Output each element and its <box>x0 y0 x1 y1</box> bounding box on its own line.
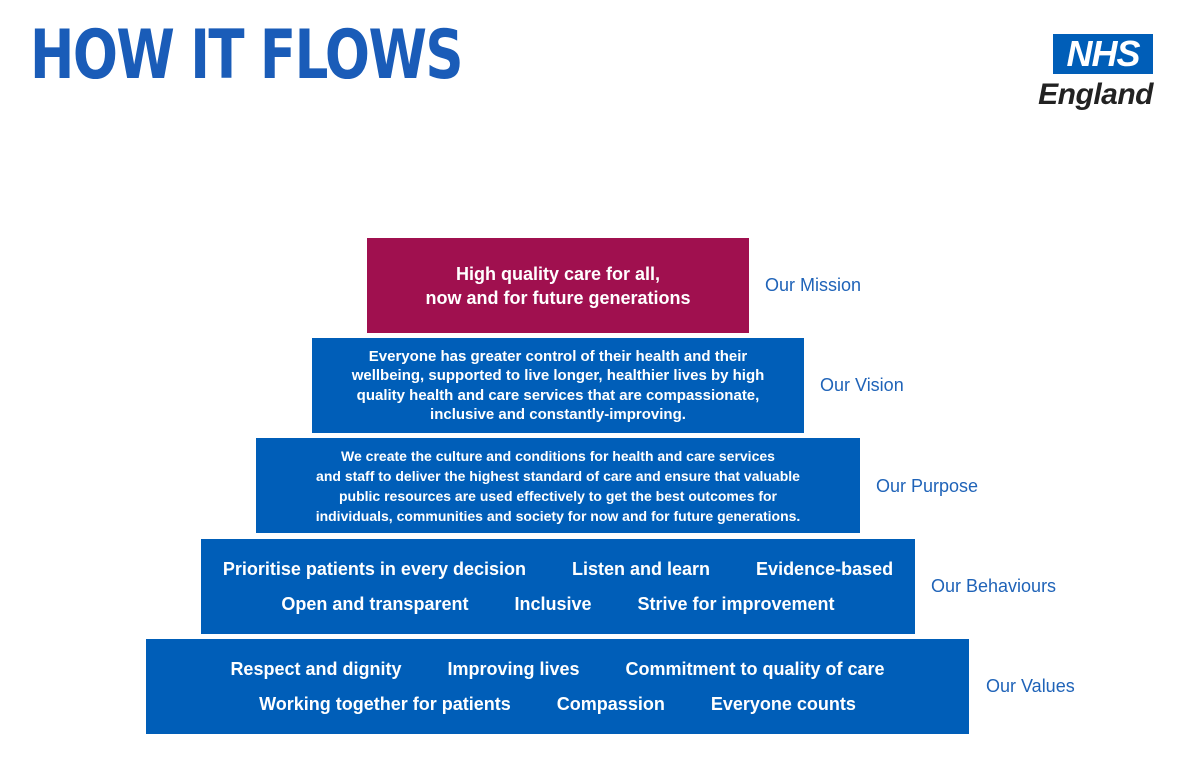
mission-line-1: High quality care for all, <box>455 263 661 284</box>
vision-line-4: inclusive and constantly-improving. <box>430 406 686 423</box>
behaviour-item: Evidence-based <box>756 558 894 579</box>
vision-line-1: Everyone has greater control of their he… <box>368 347 748 365</box>
page-title: HOW IT FLOWS <box>30 16 464 95</box>
behaviour-item: Open and transparent <box>281 593 469 614</box>
behaviours-row-2: Open and transparent Inclusive Strive fo… <box>281 594 834 615</box>
behaviours-label: Our Behaviours <box>931 576 1057 596</box>
vision-line-3: quality health and care services that ar… <box>356 386 760 404</box>
value-item: Improving lives <box>447 658 580 679</box>
behaviour-item: Listen and learn <box>572 558 711 579</box>
value-item: Working together for patients <box>259 693 511 714</box>
mission-line-2: now and for future generations <box>425 287 691 308</box>
vision-label: Our Vision <box>820 375 904 395</box>
mission-tier: High quality care for all, now and for f… <box>367 238 749 333</box>
purpose-line-2: and staff to deliver the highest standar… <box>316 467 800 484</box>
value-item: Compassion <box>556 693 665 714</box>
purpose-tier: We create the culture and conditions for… <box>256 438 860 533</box>
purpose-label: Our Purpose <box>876 476 979 496</box>
vision-line-2: wellbeing, supported to live longer, hea… <box>351 367 765 384</box>
purpose-line-4: individuals, communities and society for… <box>315 507 801 524</box>
behaviours-tier: Prioritise patients in every decision Li… <box>201 539 915 634</box>
vision-tier: Everyone has greater control of their he… <box>312 338 804 433</box>
behaviour-item: Strive for improvement <box>637 593 835 614</box>
value-item: Everyone counts <box>710 693 856 714</box>
value-item: Commitment to quality of care <box>625 658 885 679</box>
behaviour-item: Inclusive <box>514 593 592 614</box>
purpose-line-1: We create the culture and conditions for… <box>341 447 775 464</box>
behaviour-item: Prioritise patients in every decision <box>222 558 526 579</box>
purpose-line-3: public resources are used effectively to… <box>338 487 777 504</box>
values-tier: Respect and dignity Improving lives Comm… <box>146 639 969 734</box>
nhs-logo-box: NHS <box>1053 34 1153 74</box>
behaviours-row-1: Prioritise patients in every decision Li… <box>223 559 893 580</box>
values-label: Our Values <box>986 676 1075 696</box>
values-row-2: Working together for patients Compassion… <box>259 694 856 715</box>
values-row-1: Respect and dignity Improving lives Comm… <box>230 659 884 680</box>
nhs-logo-subtext: England <box>1038 78 1153 111</box>
value-item: Respect and dignity <box>230 658 402 679</box>
mission-label: Our Mission <box>765 275 862 295</box>
